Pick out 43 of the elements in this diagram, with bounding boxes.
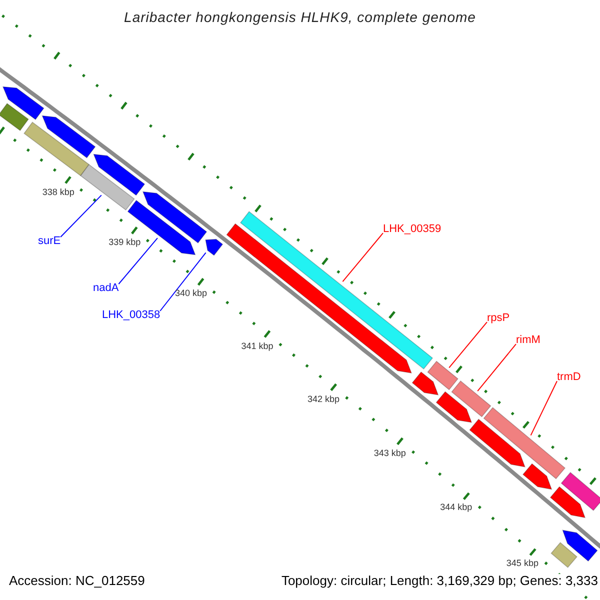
gene-label: rimM — [516, 334, 540, 346]
gene-label: LHK_00359 — [383, 223, 442, 236]
gene-block — [0, 102, 29, 132]
gene-block — [2, 86, 44, 120]
gene-label: surE — [38, 235, 61, 248]
scale-label: 340 kbp — [174, 289, 207, 300]
gene-label: rpsP — [487, 312, 510, 324]
leader-line — [160, 252, 206, 312]
gene-block — [562, 530, 598, 562]
gene-block — [469, 418, 526, 468]
gene-label: trmD — [557, 371, 581, 384]
gene-block — [436, 391, 472, 423]
gene-block — [550, 486, 586, 518]
gene-block — [127, 200, 196, 256]
scale-label: 339 kbp — [108, 238, 141, 248]
gene-block — [451, 380, 492, 418]
gene-block — [142, 191, 208, 244]
gene-block — [550, 542, 578, 568]
gene-block — [205, 238, 224, 256]
gene-label: nadA — [93, 282, 119, 294]
leader-line — [448, 322, 488, 368]
gene-block — [93, 154, 146, 196]
gene-block — [483, 407, 566, 480]
gene-block — [560, 472, 600, 511]
leader-line — [118, 238, 158, 284]
leader-line — [342, 232, 384, 282]
gene-block — [522, 463, 552, 490]
scale-label: 344 kbp — [440, 504, 472, 514]
map-title: Laribacter hongkongensis HLHK9, complete genome — [124, 9, 476, 25]
accession-text: Accession: NC_012559 — [9, 574, 145, 588]
gene-block — [42, 115, 96, 158]
scale-label: 345 kbp — [506, 559, 538, 570]
leader-line — [60, 194, 102, 238]
scale-label: 338 kbp — [42, 188, 74, 198]
gene-label: LHK_00358 — [102, 309, 160, 322]
scale-label: 341 kbp — [241, 342, 274, 352]
gene-block — [80, 164, 135, 211]
scale-label: 343 kbp — [374, 448, 406, 459]
leader-line — [530, 380, 558, 436]
gene-block — [427, 360, 458, 390]
gene-block — [24, 122, 90, 176]
genome-summary: Topology: circular; Length: 3,169,329 bp; Genes: 3,333 — [281, 574, 598, 588]
scale-label: 342 kbp — [308, 394, 340, 405]
